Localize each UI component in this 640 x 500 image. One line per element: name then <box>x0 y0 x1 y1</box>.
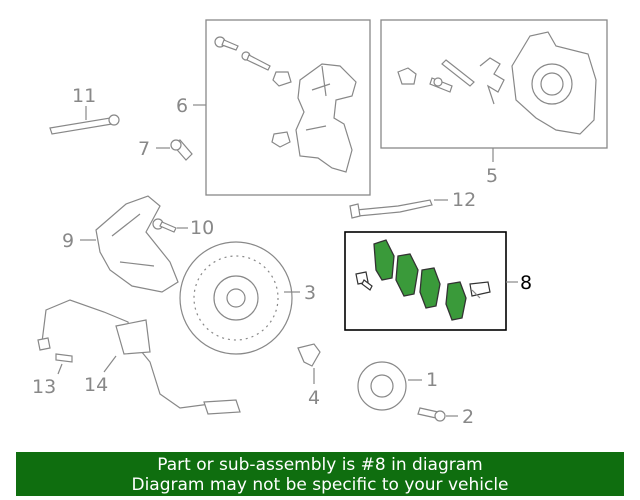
wheel-hub-icon[interactable] <box>357 361 407 411</box>
label-5[interactable]: 5 <box>486 165 498 187</box>
bracket-bolt-icon[interactable] <box>214 36 239 51</box>
bracket-bushing-bottom-icon[interactable] <box>271 131 291 148</box>
brake-pad-kit-box[interactable] <box>344 231 507 331</box>
bracket-pin-icon[interactable] <box>241 51 271 71</box>
label-11[interactable]: 11 <box>72 85 96 107</box>
speed-sensor-icon[interactable] <box>49 114 120 135</box>
wear-sensor-icon[interactable] <box>349 199 433 219</box>
caliper-bracket-icon[interactable] <box>295 63 357 173</box>
hub-bolt-icon[interactable] <box>417 407 446 422</box>
label-4[interactable]: 4 <box>308 387 320 409</box>
abs-wire-harness-icon[interactable] <box>37 299 241 415</box>
footer-line-2: Diagram may not be specific to your vehi… <box>131 475 509 495</box>
caliper-bracket-group-box <box>205 19 371 196</box>
splash-shield-icon[interactable] <box>95 195 179 293</box>
wheel-stud-icon[interactable] <box>297 343 321 367</box>
label-8[interactable]: 8 <box>520 272 532 294</box>
screw-10-icon[interactable] <box>152 218 177 233</box>
parts-diagram: 11 6 7 5 12 10 9 8 3 1 13 14 4 2 <box>32 19 608 428</box>
bracket-bushing-top-icon[interactable] <box>272 71 292 87</box>
label-10[interactable]: 10 <box>190 217 214 239</box>
guide-pin-icon[interactable] <box>397 67 417 85</box>
connector-13-icon[interactable] <box>55 353 73 363</box>
bolt-7-icon[interactable] <box>170 139 193 161</box>
brake-pad-kit-icon[interactable] <box>355 239 491 321</box>
caliper-bolt-icon[interactable] <box>429 77 453 93</box>
anti-rattle-spring-icon[interactable] <box>479 57 505 105</box>
footer-banner: Part or sub-assembly is #8 in diagram Di… <box>16 452 624 496</box>
label-13[interactable]: 13 <box>32 376 56 398</box>
footer-line-1: Part or sub-assembly is #8 in diagram <box>157 455 483 475</box>
label-3[interactable]: 3 <box>304 282 316 304</box>
wear-sensor-wire-icon[interactable] <box>441 59 475 87</box>
label-2[interactable]: 2 <box>462 406 474 428</box>
brake-rotor-icon[interactable] <box>179 241 293 355</box>
caliper-assembly-group-box <box>380 19 608 149</box>
caliper-housing-icon[interactable] <box>511 31 597 135</box>
label-14[interactable]: 14 <box>84 374 108 396</box>
label-1[interactable]: 1 <box>426 369 438 391</box>
label-6[interactable]: 6 <box>176 95 188 117</box>
label-9[interactable]: 9 <box>62 230 74 252</box>
label-7[interactable]: 7 <box>138 138 150 160</box>
label-12[interactable]: 12 <box>452 189 476 211</box>
